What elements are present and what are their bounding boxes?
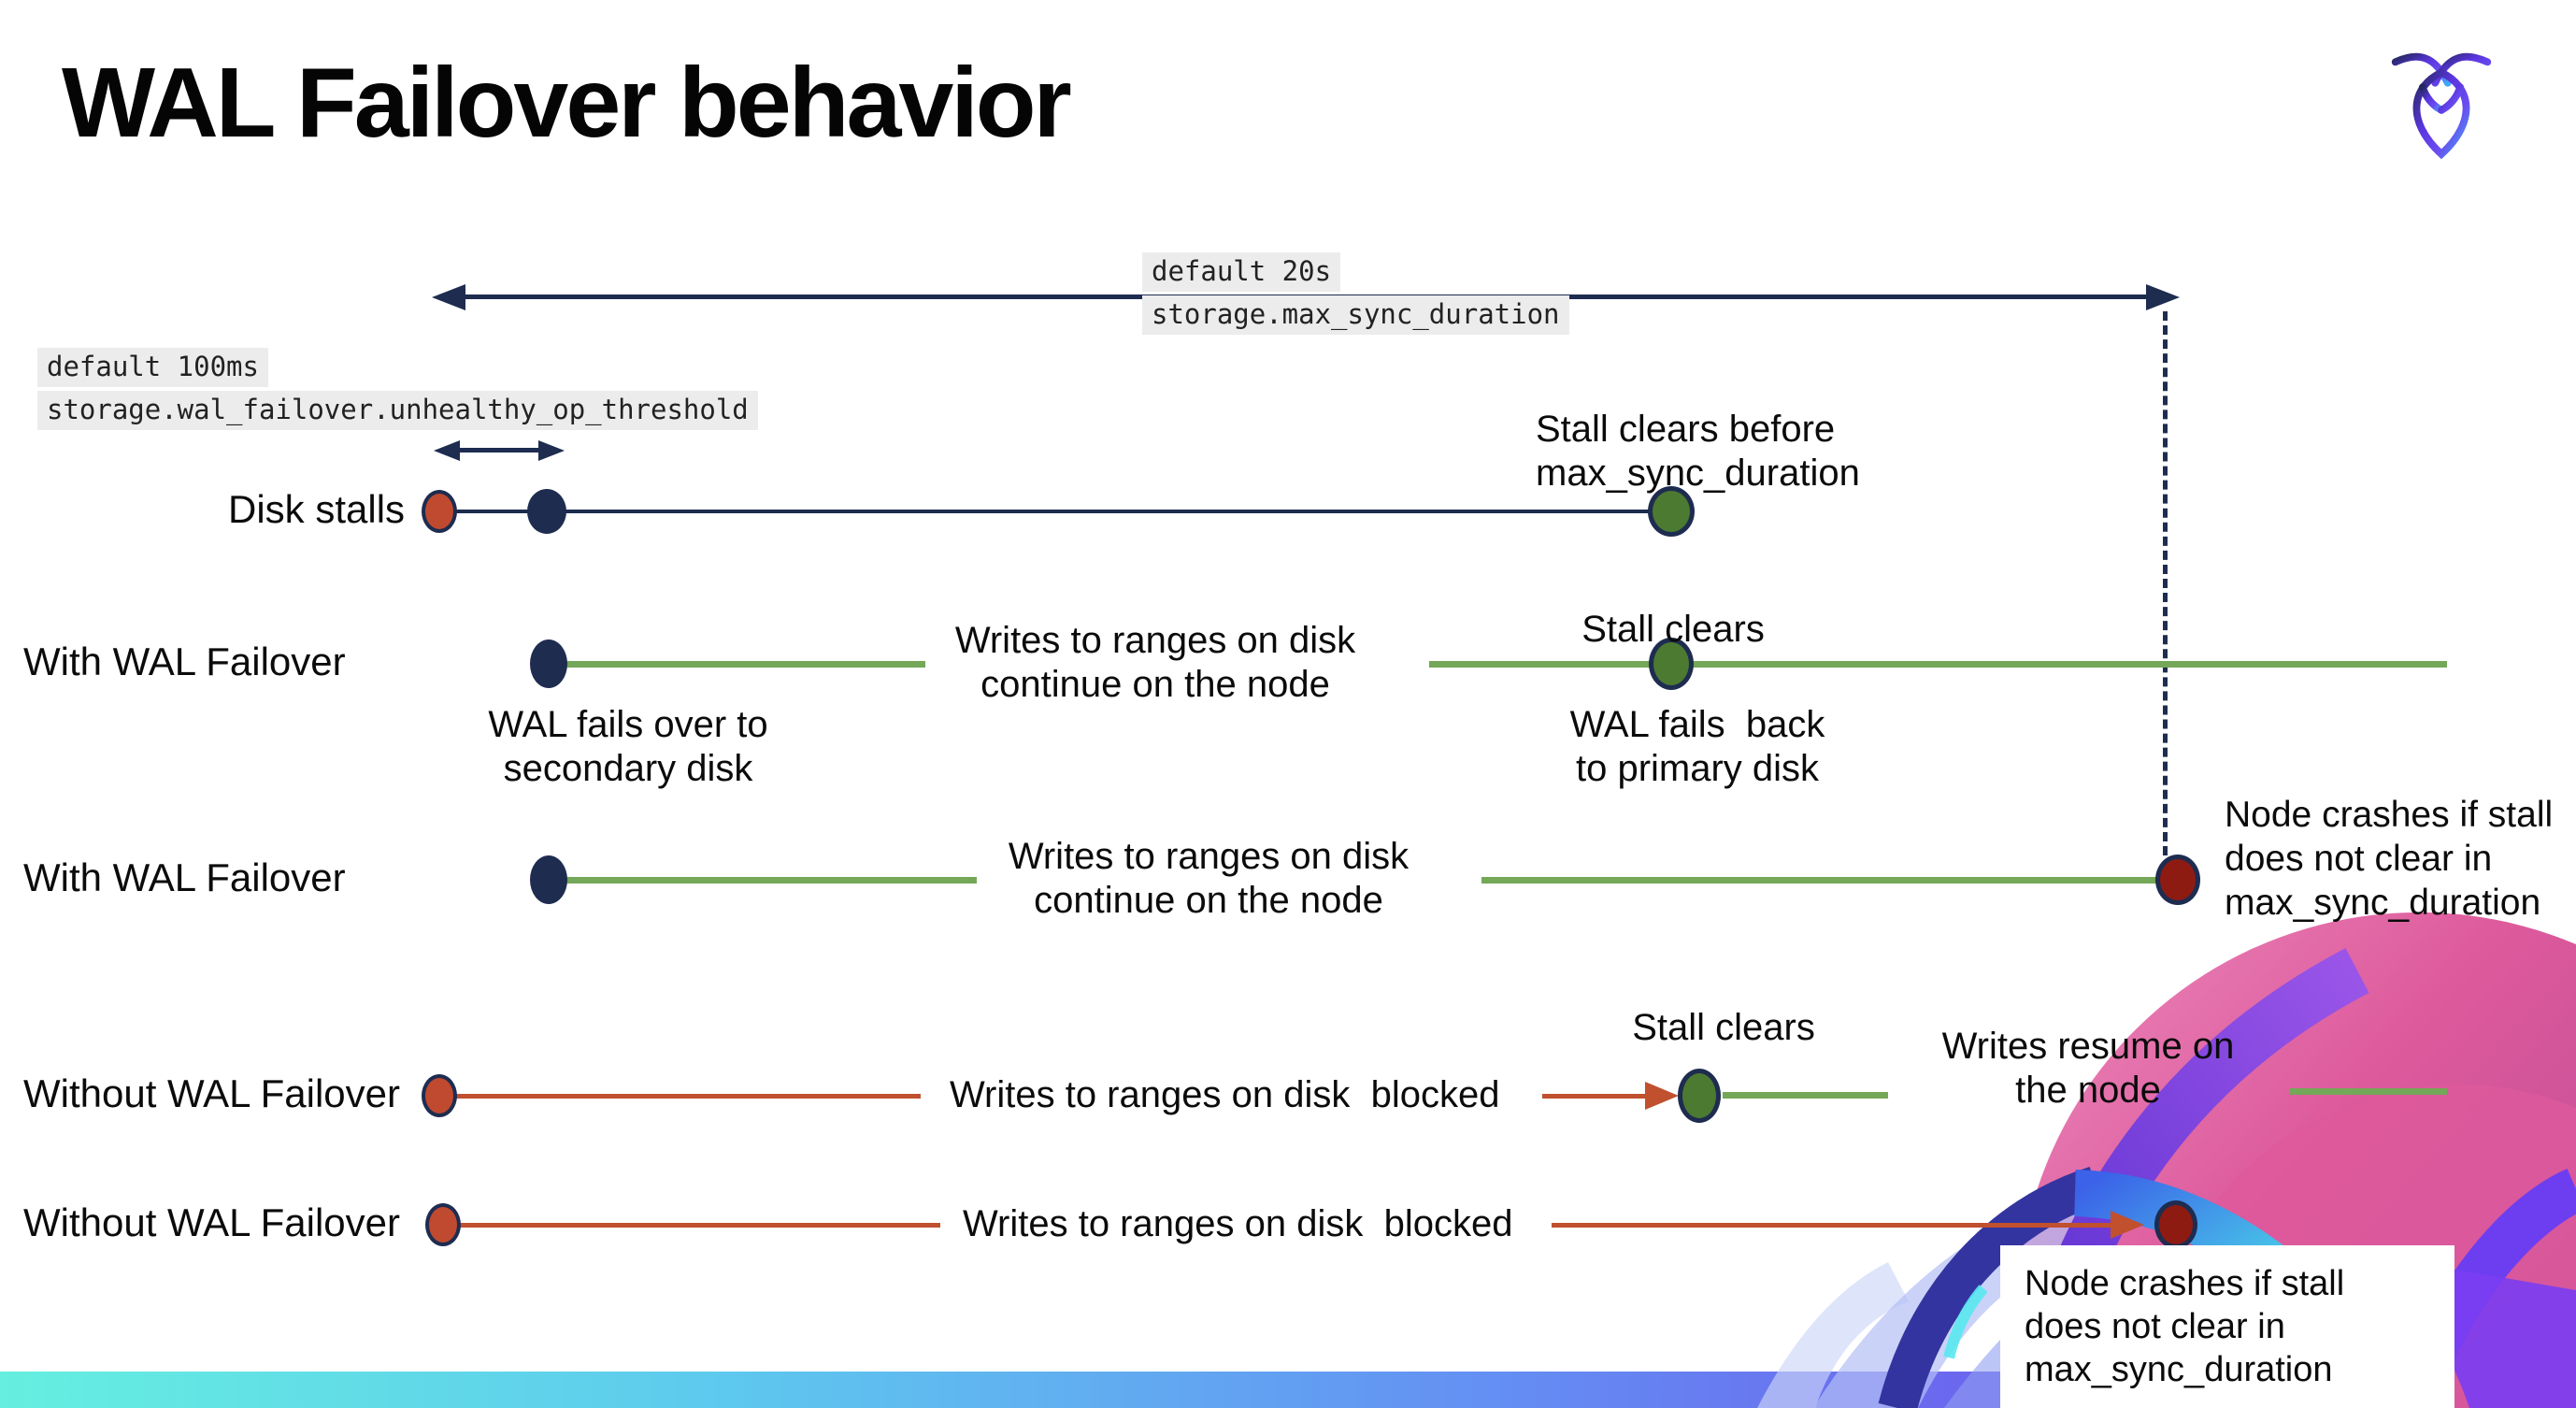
disk-stall-start-dot: [425, 1203, 461, 1246]
failback-dot: [1649, 638, 1694, 690]
writes-continue-note: Writes to ranges on disk continue on the…: [1008, 836, 1410, 921]
node-crash-dot: [2154, 1200, 2197, 1249]
row-label-without-wal-failover-2: Without WAL Failover: [23, 1200, 400, 1244]
failover-trigger-dot: [527, 489, 566, 534]
node-crash-note: Node crashes if stall does not clear in …: [2025, 1264, 2345, 1389]
failover-dot: [530, 855, 567, 904]
writes-resume-segment: [2290, 1088, 2447, 1095]
writes-continue-note: Writes to ranges on disk continue on the…: [954, 620, 1356, 705]
node-crash-callout-box: Node crashes if stall does not clear in …: [2000, 1245, 2454, 1408]
failback-note: WAL fails back to primary disk: [1569, 704, 1825, 789]
threshold-arrow-line: [449, 448, 551, 453]
stall-clears-dot: [1678, 1069, 1721, 1123]
writes-continue-segment: [551, 661, 925, 668]
row-label-disk-stalls: Disk stalls: [228, 487, 406, 531]
writes-resume-note: Writes resume on the node: [1941, 1026, 2235, 1111]
arrow-right-head-icon: [2146, 284, 2180, 310]
threshold-arrow-left-head-icon: [434, 440, 460, 461]
stall-threshold-segment: [439, 510, 547, 513]
disk-stall-start-dot: [422, 1074, 457, 1117]
stall-clears-note: Stall clears: [1632, 1007, 1815, 1048]
writes-blocked-segment: [445, 1223, 940, 1228]
page-title: WAL Failover behavior: [62, 48, 1072, 158]
writes-blocked-note: Writes to ranges on disk blocked: [950, 1074, 1500, 1115]
node-crash-dot: [2155, 855, 2200, 905]
max-sync-setting-label: storage.max_sync_duration: [1142, 295, 1569, 335]
stall-clears-note: Stall clears: [1581, 609, 1765, 650]
writes-blocked-segment: [1552, 1223, 2117, 1228]
row-label-with-wal-failover-1: With WAL Failover: [23, 639, 346, 683]
node-crash-note: Node crashes if stall does not clear in …: [2225, 795, 2554, 923]
max-sync-deadline-dashed-line: [2163, 311, 2168, 855]
petal: [1757, 1262, 1909, 1408]
failover-note: WAL fails over to secondary disk: [488, 704, 768, 789]
writes-blocked-segment: [1542, 1094, 1653, 1099]
arrow-left-head-icon: [432, 284, 465, 310]
writes-continue-segment: [551, 877, 977, 884]
writes-continue-segment: [1429, 661, 2447, 668]
writes-blocked-segment: [441, 1094, 921, 1099]
row-label-with-wal-failover-2: With WAL Failover: [23, 855, 346, 899]
stall-clears-before-note: Stall clears before max_sync_duration: [1536, 409, 1860, 494]
blocked-arrow-head-icon: [1645, 1082, 1679, 1110]
row-label-without-wal-failover-1: Without WAL Failover: [23, 1071, 400, 1115]
threshold-arrow-right-head-icon: [538, 440, 565, 461]
blocked-arrow-head-icon: [2111, 1211, 2144, 1239]
max-sync-default-label: default 20s: [1142, 252, 1341, 292]
threshold-default-label: default 100ms: [37, 348, 268, 387]
disk-stall-start-dot: [422, 490, 457, 533]
cockroachdb-logo-icon: [2391, 52, 2492, 160]
writes-continue-segment: [1481, 877, 2157, 884]
writes-blocked-note: Writes to ranges on disk blocked: [963, 1203, 1513, 1244]
stall-duration-segment: [547, 510, 1671, 513]
failover-dot: [530, 639, 567, 688]
threshold-setting-label: storage.wal_failover.unhealthy_op_thresh…: [37, 391, 758, 430]
stall-clears-dot: [1648, 486, 1695, 537]
writes-resume-segment: [1723, 1092, 1888, 1099]
